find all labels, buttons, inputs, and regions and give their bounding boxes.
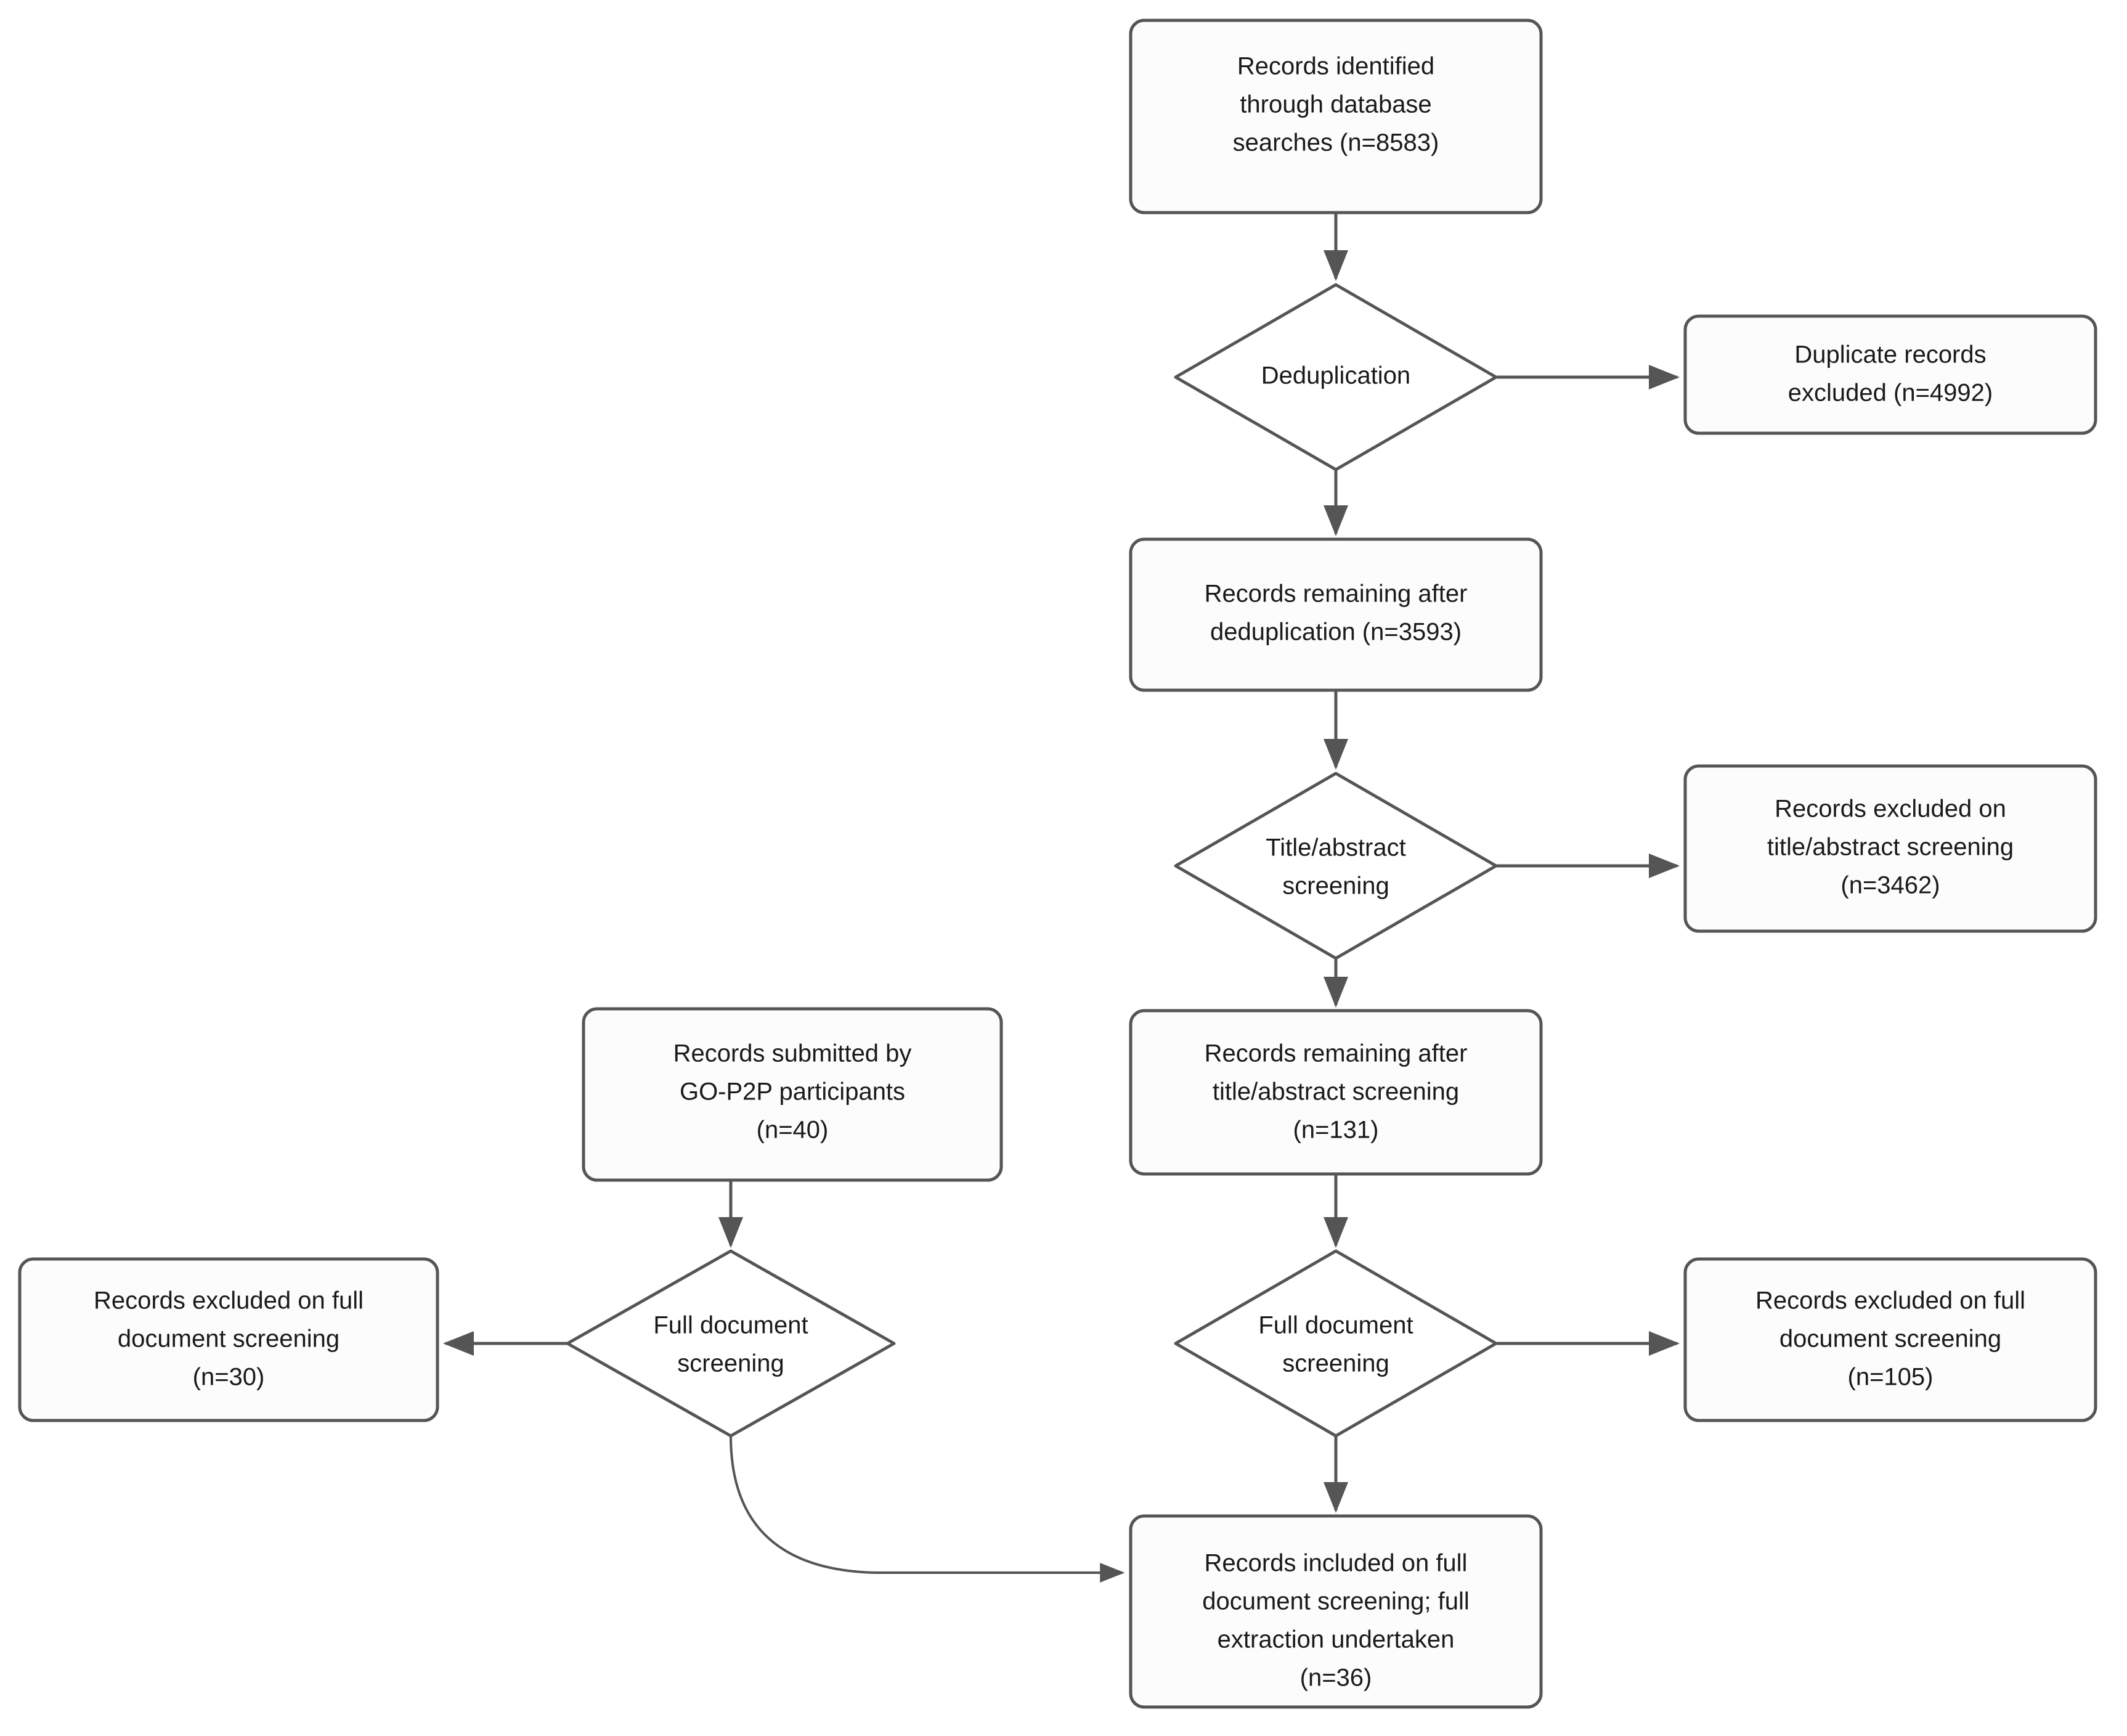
- node-full-document-decision-left-shape: [566, 1249, 896, 1438]
- node-records-identified[interactable]: Records identified through database sear…: [1129, 18, 1543, 214]
- node-full-document-decision-right-shape: [1174, 1249, 1498, 1438]
- node-excluded-full-document-left-line-2: (n=30): [193, 1364, 265, 1391]
- node-records-after-title-abstract-line-0: Records remaining after: [1205, 1040, 1468, 1067]
- node-gop2p-submitted[interactable]: Records submitted by GO-P2P participants…: [582, 1007, 1003, 1182]
- node-excluded-title-abstract-line-0: Records excluded on: [1775, 796, 2006, 823]
- node-included-final[interactable]: Records included on full document screen…: [1129, 1514, 1543, 1709]
- node-excluded-title-abstract-shape: [1683, 764, 2097, 933]
- node-deduplication-decision-label: Deduplication: [1261, 362, 1410, 389]
- node-excluded-full-document-right-line-2: (n=105): [1848, 1364, 1934, 1391]
- node-duplicate-records-excluded-shape: [1683, 314, 2097, 435]
- node-records-after-title-abstract-line-1: title/abstract screening: [1213, 1078, 1459, 1106]
- node-included-final-line-0: Records included on full: [1205, 1550, 1468, 1577]
- node-excluded-full-document-left-shape: [18, 1257, 439, 1422]
- node-excluded-title-abstract-line-1: title/abstract screening: [1767, 834, 2014, 861]
- node-included-final-line-2: extraction undertaken: [1218, 1626, 1455, 1653]
- node-included-final-line-1: document screening; full: [1202, 1588, 1470, 1615]
- node-excluded-full-document-right-line-0: Records excluded on full: [1755, 1287, 2025, 1314]
- node-gop2p-submitted-line-2: (n=40): [757, 1117, 829, 1144]
- node-records-identified-line-1: through database: [1240, 91, 1431, 118]
- node-title-abstract-decision-line-0: Title/abstract: [1266, 834, 1405, 862]
- node-gop2p-submitted-line-1: GO-P2P participants: [680, 1078, 905, 1106]
- node-duplicate-records-excluded-line-0: Duplicate records: [1794, 341, 1986, 369]
- node-duplicate-records-excluded-line-1: excluded (n=4992): [1788, 380, 1993, 407]
- node-excluded-full-document-right[interactable]: Records excluded on full document screen…: [1683, 1257, 2097, 1422]
- node-records-after-title-abstract-shape: [1129, 1009, 1543, 1176]
- node-deduplication-decision[interactable]: Deduplication: [1174, 283, 1498, 471]
- node-records-after-deduplication-shape: [1129, 537, 1543, 692]
- node-title-abstract-decision-shape: [1174, 772, 1498, 960]
- node-duplicate-records-excluded[interactable]: Duplicate records excluded (n=4992): [1683, 314, 2097, 435]
- node-excluded-full-document-left[interactable]: Records excluded on full document screen…: [18, 1257, 439, 1422]
- node-records-identified-line-0: Records identified: [1237, 53, 1434, 80]
- node-deduplication-decision-shape: [1174, 283, 1498, 471]
- node-records-after-deduplication-line-0: Records remaining after: [1205, 581, 1468, 608]
- node-full-document-decision-right-line-1: screening: [1282, 1350, 1389, 1377]
- node-excluded-full-document-left-line-1: document screening: [118, 1326, 340, 1353]
- node-included-final-shape: [1129, 1514, 1543, 1709]
- node-excluded-full-document-right-line-1: document screening: [1779, 1326, 2001, 1353]
- node-gop2p-submitted-line-0: Records submitted by: [673, 1040, 912, 1067]
- node-full-document-decision-left-line-1: screening: [677, 1350, 784, 1377]
- node-included-final-line-3: (n=36): [1300, 1665, 1372, 1692]
- node-records-after-title-abstract-line-2: (n=131): [1293, 1117, 1379, 1144]
- node-title-abstract-decision-line-1: screening: [1282, 873, 1389, 900]
- node-records-after-deduplication[interactable]: Records remaining after deduplication (n…: [1129, 537, 1543, 692]
- node-excluded-title-abstract[interactable]: Records excluded on title/abstract scree…: [1683, 764, 2097, 933]
- node-full-document-decision-left-line-0: Full document: [653, 1312, 808, 1339]
- edge-fds-left-to-included-curve: [730, 1435, 1125, 1583]
- node-excluded-full-document-right-shape: [1683, 1257, 2097, 1422]
- node-excluded-full-document-left-line-0: Records excluded on full: [94, 1287, 364, 1314]
- node-full-document-decision-right-line-0: Full document: [1258, 1312, 1413, 1339]
- node-records-identified-line-2: searches (n=8583): [1233, 129, 1439, 157]
- node-full-document-decision-left[interactable]: Full document screening: [566, 1249, 896, 1438]
- node-records-after-deduplication-line-1: deduplication (n=3593): [1210, 619, 1462, 646]
- node-records-identified-shape: [1129, 18, 1543, 214]
- node-records-after-title-abstract[interactable]: Records remaining after title/abstract s…: [1129, 1009, 1543, 1176]
- node-title-abstract-decision[interactable]: Title/abstract screening: [1174, 772, 1498, 960]
- node-excluded-title-abstract-line-2: (n=3462): [1840, 872, 1940, 899]
- node-full-document-decision-right[interactable]: Full document screening: [1174, 1249, 1498, 1438]
- edge-layer: [442, 213, 1680, 1583]
- node-gop2p-submitted-shape: [582, 1007, 1003, 1182]
